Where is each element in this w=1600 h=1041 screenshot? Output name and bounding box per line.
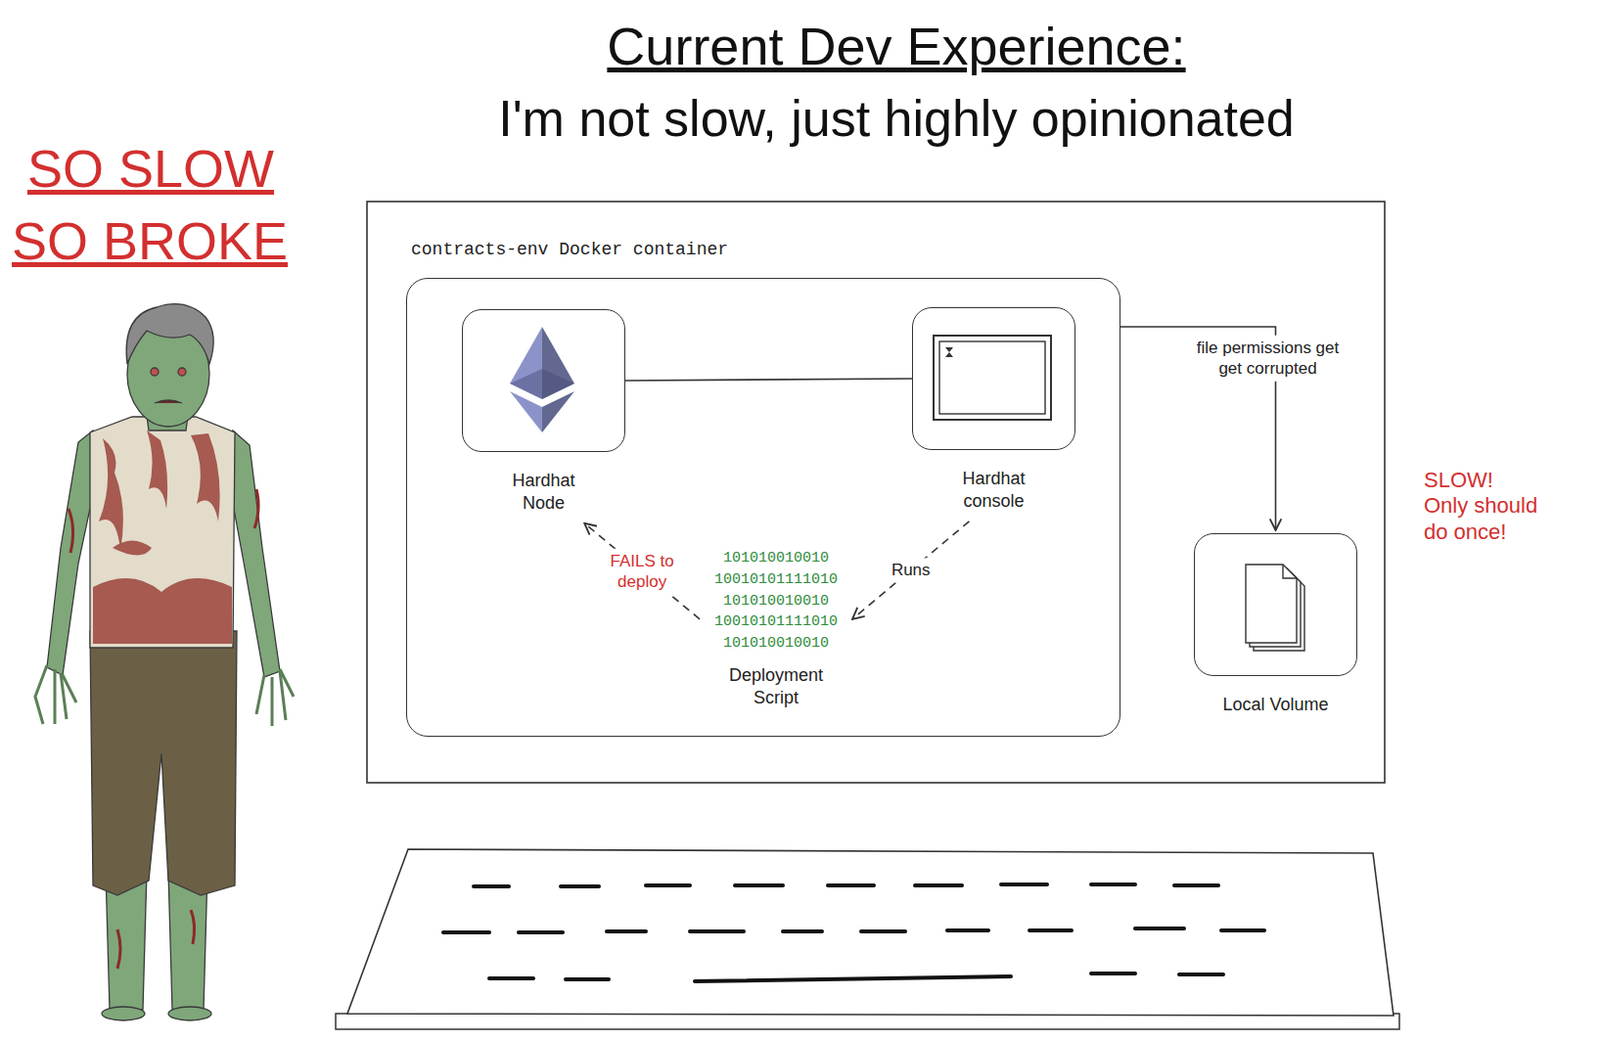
monitor-screen <box>366 201 1385 783</box>
note: SLOW! Only should do once! <box>1423 467 1541 546</box>
edge-label-holder: FAILS to deploy <box>601 548 683 595</box>
edge-label: file permissions get get corrupted <box>1194 337 1342 380</box>
title-holder: Current Dev Experience: <box>606 15 1186 77</box>
drawing-part <box>112 541 152 556</box>
documents-icon <box>1245 564 1305 651</box>
screen-outline <box>366 201 1385 783</box>
console-icon <box>933 335 1052 420</box>
label-holder: I'm not slow, just highly opinionated <box>498 88 1295 149</box>
drawing-part <box>98 438 124 551</box>
console-screen <box>939 341 1046 414</box>
drawing-part <box>560 884 599 889</box>
drawing-part <box>489 976 534 981</box>
keyboard <box>335 849 1400 1030</box>
hardhat-console: Hardhat console <box>912 307 1076 514</box>
console-frame <box>933 335 1052 420</box>
drawing-part <box>689 929 744 934</box>
deployment-script: 101010010010 10010101111010 101010010010… <box>707 545 845 711</box>
drawing-part <box>782 929 823 934</box>
keyboard-keys <box>443 884 1265 982</box>
cursor-icon <box>945 347 954 358</box>
wound <box>117 929 121 969</box>
node-label: Deployment Script <box>722 664 830 711</box>
drawing-part <box>1001 882 1048 887</box>
docker-container: Hardhat Node Hardhat console 101010010010 … <box>406 277 1121 737</box>
drawing-part <box>1221 928 1265 933</box>
warning-label: SO SLOW <box>27 137 275 201</box>
warning-label: SO BROKE <box>11 209 288 274</box>
page-icon <box>1245 564 1297 643</box>
drawing-part <box>606 929 646 934</box>
container-heading: contracts-env Docker container <box>411 239 1124 260</box>
hardhat-node: Hardhat Node <box>461 309 626 516</box>
subtitle: I'm not slow, just highly opinionated <box>498 88 1295 149</box>
ethereum-logo <box>509 326 575 433</box>
zombie-mouth <box>154 400 183 404</box>
drawing-part <box>1179 972 1224 977</box>
wound <box>68 508 74 553</box>
drawing-part <box>146 430 168 509</box>
drawing-part <box>92 578 232 644</box>
drawing-part <box>1174 883 1219 888</box>
zombie-eye <box>150 367 159 376</box>
drawing-part <box>1091 971 1136 976</box>
drawing-part <box>443 930 490 935</box>
drawing-part <box>734 883 783 888</box>
drawing-part <box>645 883 690 888</box>
node-label: Hardhat Node <box>500 469 589 516</box>
local-volume: Local Volume <box>1193 533 1358 717</box>
zombie-foot <box>168 1006 212 1021</box>
blood-stains <box>92 430 232 644</box>
zombie-hand <box>256 669 294 727</box>
drawing-part <box>1091 882 1136 887</box>
drawing-part <box>827 883 874 888</box>
connector <box>584 523 700 620</box>
zombie-hand <box>35 665 77 725</box>
drawing-part <box>1135 926 1185 931</box>
logo-part <box>509 391 543 433</box>
label-holder: SO BROKE <box>11 209 288 274</box>
drawing-part <box>565 977 609 982</box>
connectors <box>584 326 1276 620</box>
drawing-part <box>694 976 1011 982</box>
zombie-eye <box>178 367 186 376</box>
edge-label: Runs <box>891 559 931 581</box>
zombie-shirt <box>90 416 235 648</box>
icon-box <box>912 307 1076 451</box>
icon-box <box>1193 533 1358 677</box>
drawing-part <box>190 433 221 522</box>
page-fold <box>1282 564 1297 579</box>
keyboard-top <box>347 849 1394 1016</box>
drawing-part <box>473 884 509 889</box>
label-holder: SLOW! Only should do once! <box>1423 467 1541 546</box>
binary-code: 101010010010 10010101111010 101010010010… <box>712 548 840 655</box>
label-holder: SO SLOW <box>27 137 275 201</box>
zombie-hair <box>126 304 214 365</box>
zombie-pants <box>90 631 237 896</box>
zombie-figure <box>35 304 294 1021</box>
icon-box <box>461 309 626 453</box>
drawing-part <box>1029 928 1072 933</box>
node-label: Local Volume <box>1193 693 1358 717</box>
wound <box>254 489 259 529</box>
node-label: Hardhat console <box>950 467 1039 514</box>
wound <box>190 910 195 945</box>
logo-part <box>542 391 575 433</box>
drawing-part <box>861 929 906 934</box>
edge-label-holder: Runs <box>887 557 935 583</box>
edge-label-holder: file permissions get get corrupted <box>1190 335 1346 382</box>
connector <box>625 378 913 381</box>
title: Current Dev Experience: <box>606 15 1186 77</box>
drawing-part <box>947 928 989 933</box>
drawing-part <box>518 930 563 935</box>
edge-label: FAILS to deploy <box>605 550 679 594</box>
zombie-foot <box>101 1006 145 1021</box>
connector <box>852 521 969 620</box>
logo-part <box>509 368 575 400</box>
drawing-part <box>914 883 962 888</box>
